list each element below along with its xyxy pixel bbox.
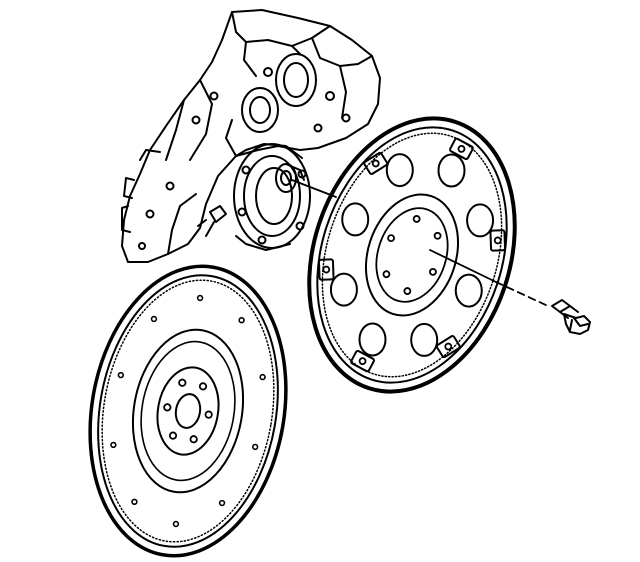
flywheel-rim-hole (218, 499, 226, 507)
flexplate-bolt-hole (403, 287, 412, 295)
flexplate-bolt-hole (412, 215, 421, 223)
flexplate-hole (358, 322, 387, 357)
tab-plate (435, 335, 461, 359)
flexplate-hole (437, 153, 466, 188)
flywheel-hub-hole (178, 378, 187, 387)
flexplate-icon (307, 116, 517, 394)
flywheel-hub-hole (198, 382, 208, 391)
tab-hole (371, 159, 380, 168)
flexplate-bolt-hole (382, 270, 391, 279)
flywheel-rim-hole (131, 498, 138, 506)
flywheel-outer-holes (110, 294, 266, 528)
flexplate-hole (454, 273, 483, 308)
flexplate-hole (466, 203, 495, 238)
flywheel-rim-hole (251, 443, 259, 451)
flywheel-hub-hole (189, 435, 198, 444)
flexplate-hole (341, 202, 370, 237)
flywheel-hub-hole (168, 431, 178, 440)
flywheel-rim-hole (172, 520, 180, 528)
tab-plate (350, 349, 375, 373)
crankshaft-flange-icon (275, 163, 305, 193)
centerline-flexplate-solid (429, 249, 497, 283)
bolt-icon (551, 299, 591, 335)
flexplate-tabs (317, 137, 507, 373)
flexplate-tab (489, 229, 507, 252)
tab-plate (317, 258, 335, 281)
flywheel-rim-hole (117, 371, 125, 379)
flexplate-hole (410, 322, 439, 357)
tab-hole (358, 357, 367, 366)
flexplate-tab (363, 151, 389, 175)
flywheel-inner-holes (163, 378, 213, 444)
flexplate-bolt-hole (387, 234, 395, 243)
flexplate-tab (317, 258, 335, 281)
flywheel-rim-hole (150, 315, 158, 323)
flexplate-bolt-hole (433, 231, 442, 240)
centerline-crank-to-flexplate (291, 179, 337, 198)
flywheel-icon (88, 264, 288, 558)
tab-plate (363, 151, 389, 175)
tab-plate (449, 137, 474, 161)
flywheel-hub-hole (204, 410, 213, 419)
flywheel-hub-hole (163, 403, 172, 412)
flexplate-bolt-holes (382, 215, 442, 295)
flywheel-rim-hole (110, 441, 117, 449)
engine-block-icon (121, 9, 381, 263)
alignment-lines (291, 179, 549, 307)
tab-hole (444, 342, 453, 351)
flexplate-bolt-hole (429, 267, 437, 276)
centerline-to-bolt-dashed (495, 281, 549, 307)
flywheel-rim-hole (238, 316, 245, 324)
tab-hole (322, 265, 331, 274)
flexplate-tab (449, 137, 474, 161)
flexplate-hole (385, 153, 414, 188)
flexplate-hole (329, 272, 358, 307)
flywheel-rim-hole (259, 373, 266, 381)
tab-hole (493, 236, 502, 245)
tab-plate (489, 229, 507, 252)
flexplate-tab (350, 349, 375, 373)
tab-hole (457, 144, 466, 153)
flexplate-tab (435, 335, 461, 359)
flexplate-holes (329, 153, 495, 357)
flywheel-rim-hole (196, 294, 204, 302)
